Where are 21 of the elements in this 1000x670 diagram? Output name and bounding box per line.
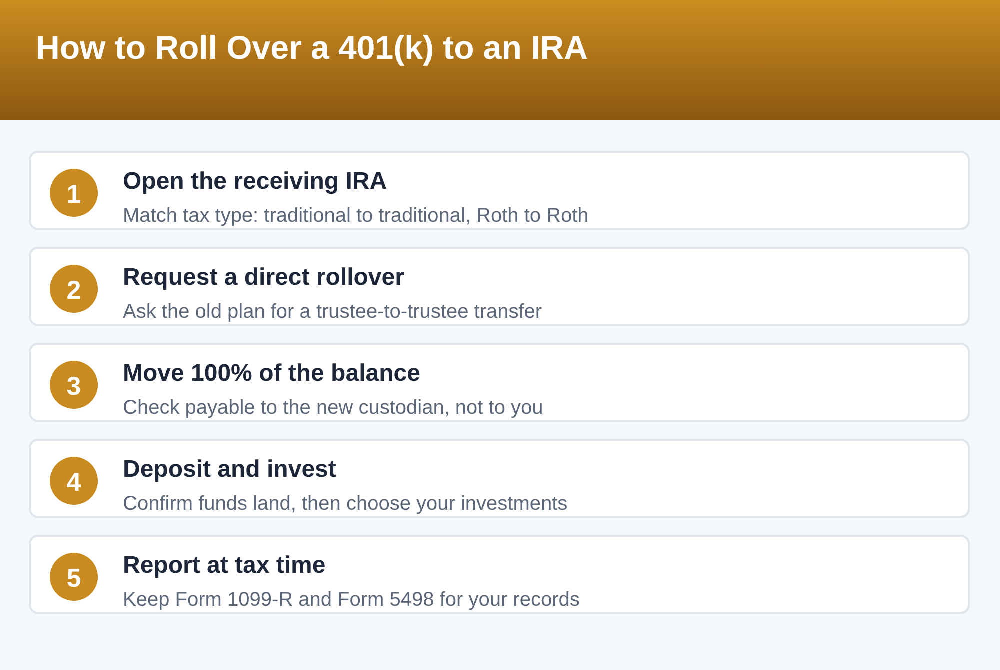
step-number: 5 [50,553,98,601]
step-card [29,439,970,518]
step-description: Keep Form 1099-R and Form 5498 for your records [123,588,580,612]
step-card [29,343,970,422]
step-heading: Deposit and invest [123,456,336,484]
step-number: 4 [50,457,98,505]
step-heading: Report at tax time [123,552,326,580]
step-description: Match tax type: traditional to traditional, Roth to Roth [123,204,589,228]
step-number: 2 [50,265,98,313]
step-card [29,151,970,230]
page-title: How to Roll Over a 401(k) to an IRA [36,28,588,68]
step-description: Ask the old plan for a trustee-to-trustee transfer [123,300,542,324]
step-heading: Request a direct rollover [123,264,404,292]
step-description: Check payable to the new custodian, not to you [123,396,544,420]
step-card [29,535,970,614]
step-heading: Open the receiving IRA [123,168,388,196]
step-number: 3 [50,361,98,409]
step-description: Confirm funds land, then choose your investments [123,492,568,516]
step-card [29,247,970,326]
step-number: 1 [50,169,98,217]
step-heading: Move 100% of the balance [123,360,420,388]
